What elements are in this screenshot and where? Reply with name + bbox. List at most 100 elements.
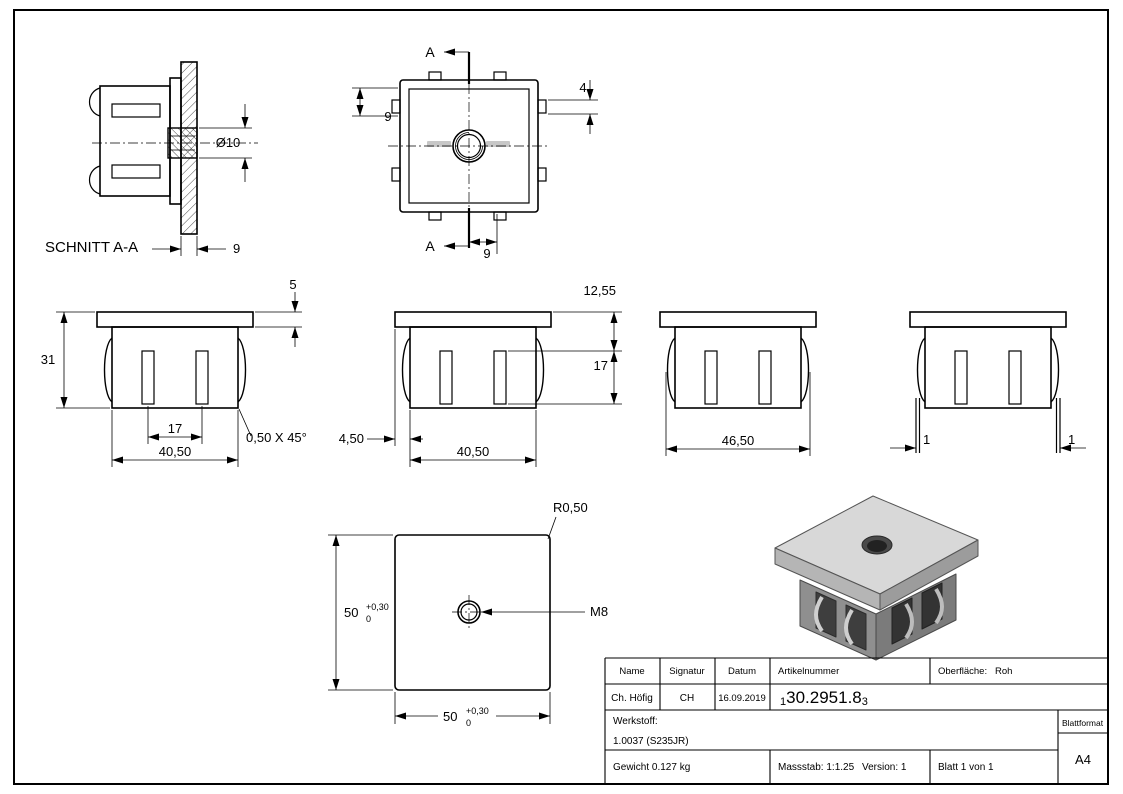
werkstoff-value: 1.0037 (S235JR) xyxy=(613,736,689,747)
spring-wire xyxy=(88,87,101,117)
value-oberflaeche: Roh xyxy=(995,666,1012,677)
radius-callout: R0,50 xyxy=(547,500,588,540)
wire-tab xyxy=(537,167,547,182)
title-block: Name Signatur Datum Artikelnummer Oberfl… xyxy=(604,657,1108,784)
cap-plan-outline xyxy=(394,534,551,691)
iso-thread-hole-core xyxy=(867,540,887,552)
dim-diameter-10: Ø10 xyxy=(199,104,252,182)
dim-flange-5: 5 xyxy=(255,277,302,347)
werkstoff-label: Werkstoff: xyxy=(613,716,658,727)
dim-text: 1 xyxy=(923,432,930,447)
dim-top-left-9: 9 xyxy=(352,87,398,124)
dim-height-31: 31 xyxy=(41,311,110,409)
page-border xyxy=(13,9,1109,785)
dim-text: 1 xyxy=(1068,432,1075,447)
dim-side-horizontal-50: 50 +0,30 0 xyxy=(394,692,551,728)
wire-tab xyxy=(493,211,507,221)
massstab: Massstab: 1:1.25 xyxy=(778,762,855,773)
dim-text: M8 xyxy=(590,604,608,619)
slot xyxy=(111,103,161,118)
dim-text: 50 xyxy=(344,605,358,620)
dim-wire-left-1: 1 xyxy=(890,432,930,452)
header-artikelnummer: Artikelnummer xyxy=(778,666,839,677)
iso-spring-wire xyxy=(814,595,824,633)
dim-slot-length-17: 17 xyxy=(508,351,622,405)
front-view-4: 1 1 xyxy=(890,311,1086,453)
iso-plate-right-face xyxy=(879,539,979,611)
dim-text-dia10: Ø10 xyxy=(216,135,241,150)
dim-text-wall: 9 xyxy=(233,241,240,256)
top-view: A A 9 4 9 xyxy=(352,44,598,261)
chamfer-callout: 0,50 X 45° xyxy=(238,408,307,445)
front-view-3: 46,50 xyxy=(659,311,817,456)
front-view-1: 5 31 17 40,50 0,50 X 45° xyxy=(41,277,307,467)
thread-arc xyxy=(455,132,483,160)
section-view: Ø10 9 SCHNITT A-A xyxy=(45,61,258,256)
dim-text: 12,55 xyxy=(583,283,616,298)
dim-text: 31 xyxy=(41,352,55,367)
tolerance-upper: +0,30 xyxy=(366,602,389,612)
header-signatur: Signatur xyxy=(669,666,704,677)
front-view-2: 12,55 17 4,50 40,50 xyxy=(339,283,622,467)
dim-side-vertical-50: 50 +0,30 0 xyxy=(328,534,393,691)
iso-spring-wire xyxy=(934,587,944,625)
section-label: SCHNITT A-A xyxy=(45,239,138,256)
blatt: Blatt 1 von 1 xyxy=(938,762,994,773)
version: Version: 1 xyxy=(862,762,907,773)
value-artikelnummer: 130.2951.83 xyxy=(780,688,868,708)
dim-text-backing xyxy=(438,706,496,726)
dim-width-4050: 40,50 xyxy=(111,410,239,467)
cut-label-bottom: A xyxy=(425,238,435,254)
dim-text: 4,50 xyxy=(339,431,364,446)
iso-spring-wire xyxy=(904,602,914,640)
dim-depth-1255: 12,55 xyxy=(508,283,622,352)
cut-label-top: A xyxy=(425,44,435,60)
header-name: Name xyxy=(619,666,644,677)
wire-tab xyxy=(428,211,442,221)
header-datum: Datum xyxy=(728,666,756,677)
tolerance-lower: 0 xyxy=(366,614,371,624)
engraving-mark xyxy=(486,141,510,147)
dim-slot-spacing-17: 17 xyxy=(147,406,203,444)
dim-text: 9 xyxy=(384,109,391,124)
blattformat-label: Blattformat xyxy=(1062,718,1104,728)
dim-wire-right-1: 1 xyxy=(1060,432,1086,452)
dim-text: 9 xyxy=(483,246,490,261)
dim-offset-450: 4,50 xyxy=(339,329,423,446)
wire-tab xyxy=(391,99,401,114)
isometric-view xyxy=(774,495,979,661)
header-oberflaeche: Oberfläche: xyxy=(938,666,987,677)
dim-text: 50 xyxy=(443,709,457,724)
value-datum: 16.09.2019 xyxy=(718,693,766,704)
slot xyxy=(111,164,161,179)
dim-text: 4 xyxy=(579,80,586,95)
plan-view: R0,50 50 +0,30 0 50 +0,30 0 M8 xyxy=(328,500,608,728)
dim-text: 46,50 xyxy=(722,433,755,448)
wire-tab xyxy=(537,99,547,114)
wire-tab xyxy=(428,71,442,81)
dim-text: R0,50 xyxy=(553,500,588,515)
dim-text: 0,50 X 45° xyxy=(246,430,307,445)
dim-top-right-4: 4 xyxy=(548,80,598,134)
dim-text: 40,50 xyxy=(159,444,192,459)
dim-width-4650: 46,50 xyxy=(665,372,811,456)
tolerance-upper: +0,30 xyxy=(466,706,489,716)
dim-width-4050b: 40,50 xyxy=(409,410,537,467)
iso-spring-wire xyxy=(844,608,854,646)
blattformat-value: A4 xyxy=(1075,752,1091,767)
artikel-prefix: 1 xyxy=(780,696,786,708)
dim-text: 17 xyxy=(594,358,608,373)
dim-text: 40,50 xyxy=(457,444,490,459)
dim-text: 5 xyxy=(289,277,296,292)
wire-tab xyxy=(391,167,401,182)
wire-tab xyxy=(493,71,507,81)
dim-wall-9: 9 xyxy=(152,236,240,256)
artikel-main: 30.2951.8 xyxy=(786,688,862,707)
tolerance-lower: 0 xyxy=(466,718,471,728)
thread-callout: M8 xyxy=(481,604,608,619)
dim-text: 17 xyxy=(168,421,182,436)
artikel-suffix: 3 xyxy=(862,696,868,708)
gewicht: Gewicht 0.127 kg xyxy=(613,762,690,773)
value-name: Ch. Höfig xyxy=(611,693,653,704)
